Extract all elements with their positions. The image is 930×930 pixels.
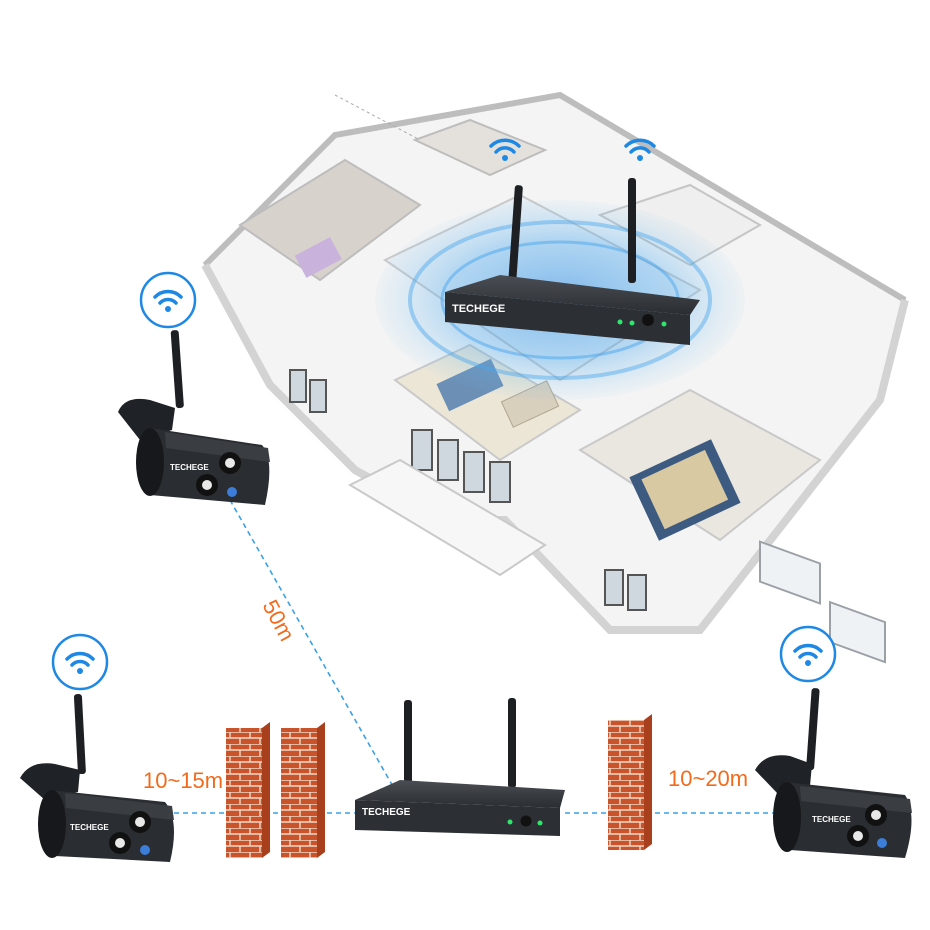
wifi-icon-camera-right [779, 625, 837, 683]
wifi-icon-top-2 [624, 138, 656, 161]
connection-lines [165, 499, 790, 814]
distance-label-left: 10~15m [143, 768, 223, 793]
brick-wall-1 [226, 722, 270, 858]
camera-bottom-left: TECHEGE [20, 694, 174, 862]
distance-label-diagonal: 50m [258, 596, 300, 646]
camera-brand-bottom-right: TECHEGE [812, 815, 851, 824]
nvr-recorder-top: TECHEGE [445, 178, 700, 345]
distance-label-right: 10~20m [668, 766, 748, 791]
camera-bottom-right: TECHEGE [755, 688, 912, 858]
nvr-brand-bottom: TECHEGE [362, 807, 411, 818]
nvr-recorder-bottom: TECHEGE [355, 698, 565, 836]
nvr-brand-top: TECHEGE [452, 303, 505, 315]
wifi-icon-camera-left [51, 633, 109, 691]
brick-wall-3 [608, 714, 652, 850]
wifi-icon-camera-top [139, 271, 197, 329]
camera-top-left: TECHEGE [118, 330, 270, 505]
wifi-icon-top-1 [489, 138, 521, 161]
camera-brand-bottom-left: TECHEGE [70, 823, 109, 832]
brick-wall-2 [281, 722, 325, 858]
camera-brand-top-left: TECHEGE [170, 463, 209, 472]
